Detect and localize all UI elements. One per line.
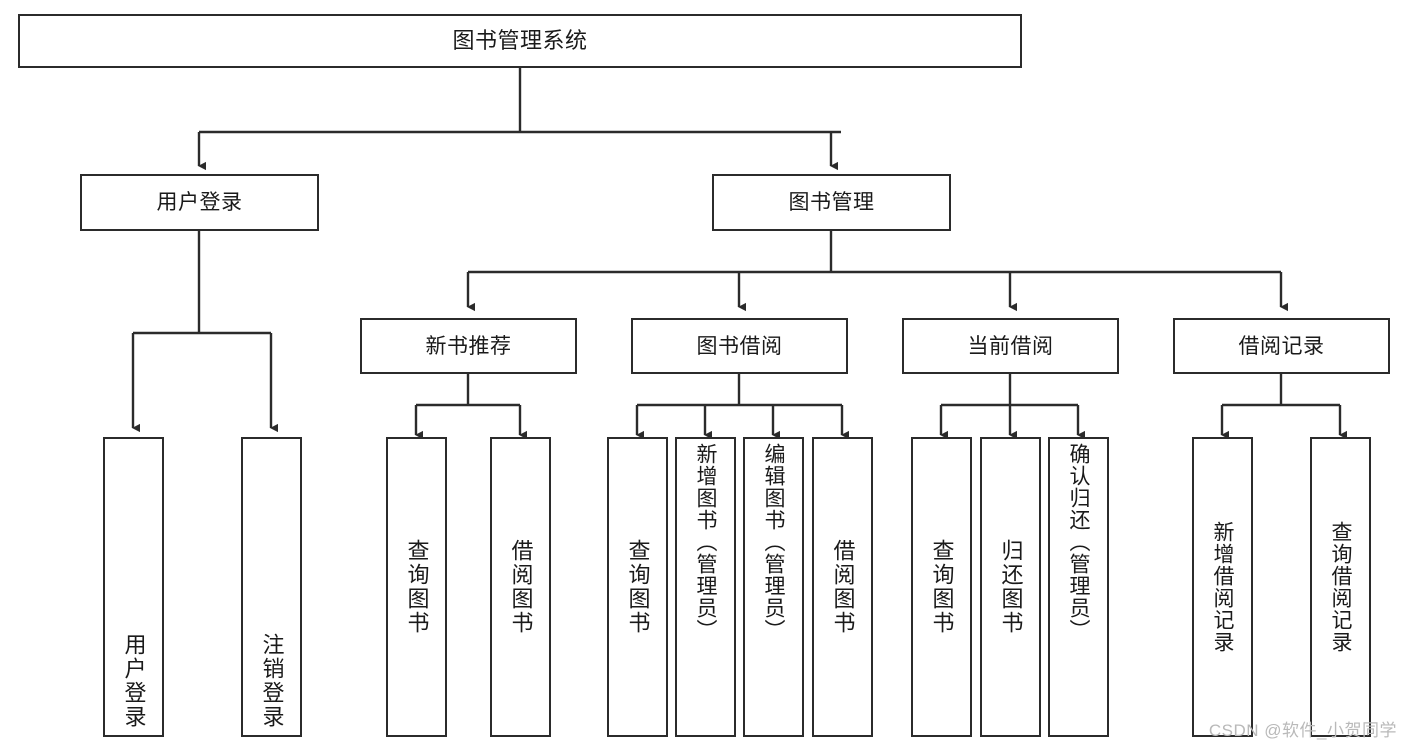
node-label: 归还图书 bbox=[998, 539, 1024, 635]
leaf-edit-book-admin[interactable]: 编辑图书（管理员） bbox=[743, 437, 804, 737]
leaf-add-book-admin[interactable]: 新增图书（管理员） bbox=[675, 437, 736, 737]
node-label: 查询图书 bbox=[404, 539, 430, 635]
leaf-user-login[interactable]: 用户登录 bbox=[103, 437, 164, 737]
leaf-add-borrow-record[interactable]: 新增借阅记录 bbox=[1192, 437, 1253, 737]
node-borrow-record[interactable]: 借阅记录 bbox=[1173, 318, 1390, 374]
leaf-borrow-book[interactable]: 借阅图书 bbox=[812, 437, 873, 737]
node-label: 新书推荐 bbox=[425, 334, 512, 358]
node-label: 查询图书 bbox=[929, 539, 955, 635]
node-label: 查询图书 bbox=[625, 539, 651, 635]
node-book-borrow[interactable]: 图书借阅 bbox=[631, 318, 848, 374]
node-label: 用户登录 bbox=[156, 191, 243, 214]
node-current-borrow[interactable]: 当前借阅 bbox=[902, 318, 1119, 374]
leaf-confirm-return-admin[interactable]: 确认归还（管理员） bbox=[1048, 437, 1109, 737]
node-label: 用户登录 bbox=[121, 633, 147, 729]
watermark-text: CSDN @软件_小贺同学 bbox=[1208, 721, 1397, 740]
node-book-management[interactable]: 图书管理 bbox=[712, 174, 951, 231]
leaf-query-book-current[interactable]: 查询图书 bbox=[911, 437, 972, 737]
node-label: 图书借阅 bbox=[696, 334, 783, 358]
node-label: 确认归还（管理员） bbox=[1067, 443, 1090, 641]
node-label: 注销登录 bbox=[259, 633, 285, 729]
node-label: 借阅记录 bbox=[1238, 334, 1325, 358]
node-label: 查询借阅记录 bbox=[1329, 521, 1352, 653]
node-label: 编辑图书（管理员） bbox=[762, 443, 785, 641]
leaf-return-book[interactable]: 归还图书 bbox=[980, 437, 1041, 737]
leaf-borrow-book-recommend[interactable]: 借阅图书 bbox=[490, 437, 551, 737]
node-label: 新增借阅记录 bbox=[1211, 521, 1234, 653]
leaf-query-book-borrow[interactable]: 查询图书 bbox=[607, 437, 668, 737]
node-label: 图书管理系统 bbox=[452, 28, 588, 53]
node-label: 借阅图书 bbox=[508, 539, 534, 635]
node-label: 当前借阅 bbox=[967, 334, 1054, 358]
node-new-book-recommend[interactable]: 新书推荐 bbox=[360, 318, 577, 374]
node-label: 图书管理 bbox=[788, 191, 875, 214]
node-user-login[interactable]: 用户登录 bbox=[80, 174, 319, 231]
leaf-logout[interactable]: 注销登录 bbox=[241, 437, 302, 737]
leaf-query-book-recommend[interactable]: 查询图书 bbox=[386, 437, 447, 737]
node-label: 新增图书（管理员） bbox=[694, 443, 717, 641]
leaf-query-borrow-record[interactable]: 查询借阅记录 bbox=[1310, 437, 1371, 737]
node-book-management-system[interactable]: 图书管理系统 bbox=[18, 14, 1022, 68]
node-label: 借阅图书 bbox=[830, 539, 856, 635]
